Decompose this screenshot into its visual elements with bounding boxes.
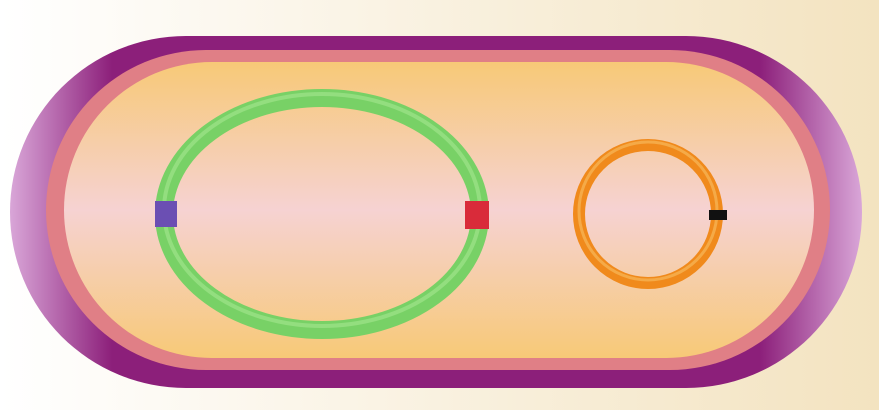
plasmid-marker — [709, 210, 727, 220]
chromosome-marker-left — [155, 201, 177, 227]
chromosome-marker-right — [465, 201, 489, 229]
